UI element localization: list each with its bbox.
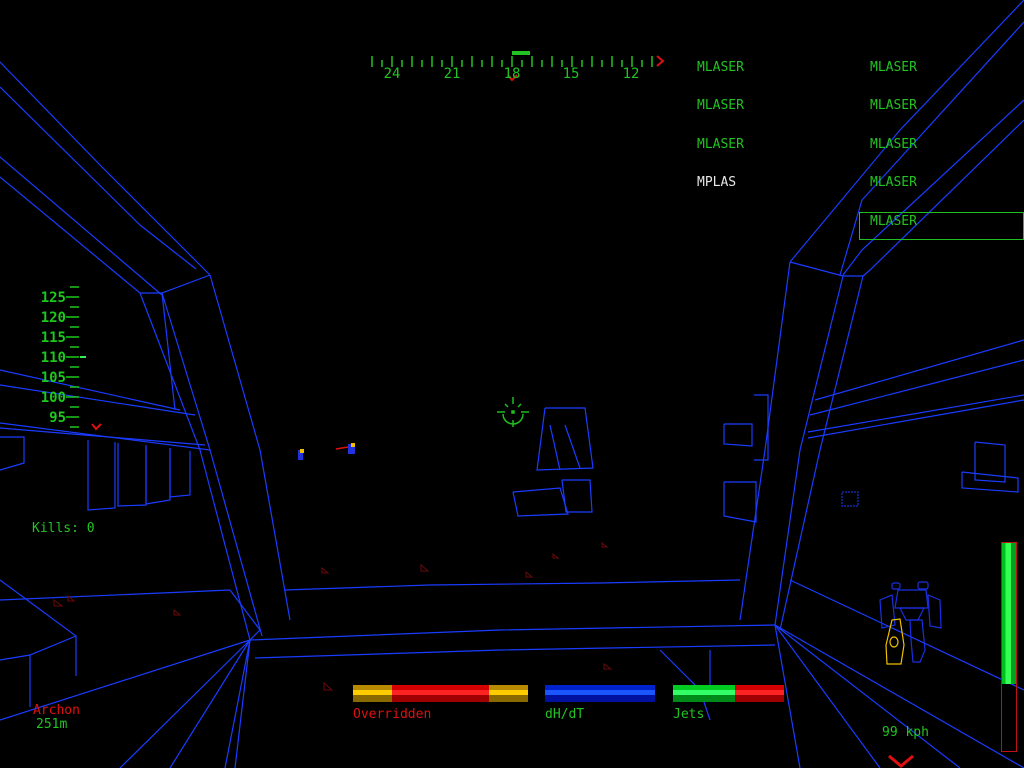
speed-caret-icon bbox=[888, 754, 914, 768]
compass-label-15: 15 bbox=[562, 66, 580, 82]
altimeter-label-115: 115 bbox=[40, 330, 66, 346]
crosshair-reticle bbox=[497, 397, 529, 427]
compass-heading-indicator bbox=[512, 51, 530, 55]
weapon-slot-right-1: MLASER bbox=[870, 60, 917, 75]
throttle-gauge bbox=[1001, 542, 1017, 752]
dhdt-gauge-label: dH/dT bbox=[545, 707, 585, 722]
throttle-fill bbox=[1002, 543, 1016, 684]
altimeter-label-95: 95 bbox=[49, 410, 66, 426]
weapon-slot-left-3: MLASER bbox=[697, 137, 744, 152]
weapon-slot-left-1: MLASER bbox=[697, 60, 744, 75]
altimeter-label-125: 125 bbox=[40, 290, 66, 306]
radar-contact-markers bbox=[53, 541, 613, 691]
speed-readout: 99 kph bbox=[882, 725, 929, 740]
weapon-slot-right-4: MLASER bbox=[870, 175, 917, 190]
altimeter-label-120: 120 bbox=[40, 310, 66, 326]
compass-label-21: 21 bbox=[443, 66, 461, 82]
weapon-slot-left-4: MPLAS bbox=[697, 175, 737, 190]
weapon-slot-right-3: MLASER bbox=[870, 137, 917, 152]
altimeter-label-100: 100 bbox=[40, 390, 66, 406]
compass-right-arrow-icon bbox=[656, 55, 665, 67]
kills-counter: Kills: 0 bbox=[32, 521, 95, 536]
enemy-mech-sprites bbox=[298, 443, 859, 507]
dhdt-gauge bbox=[545, 685, 655, 702]
altimeter-caret-icon bbox=[91, 423, 102, 431]
heat-gauge-label: Overridden bbox=[353, 707, 432, 722]
altimeter-label-105: 105 bbox=[40, 370, 66, 386]
altimeter-ticks bbox=[66, 286, 79, 428]
compass-label-24: 24 bbox=[383, 66, 401, 82]
compass-heading-caret-icon bbox=[507, 74, 518, 82]
weapon-slot-right-2: MLASER bbox=[870, 98, 917, 113]
jets-gauge-label: Jets bbox=[673, 707, 705, 722]
target-name: Archon bbox=[33, 703, 80, 718]
compass-ticks bbox=[371, 56, 653, 67]
weapon-slot-left-2: MLASER bbox=[697, 98, 744, 113]
mech-damage-diagram bbox=[879, 581, 942, 665]
compass-label-12: 12 bbox=[622, 66, 640, 82]
altimeter-label-110: 110 bbox=[40, 350, 66, 366]
target-distance: 251m bbox=[36, 717, 68, 732]
compass-label-18: 18 bbox=[503, 66, 521, 82]
weapon-slot-right-5-selected: MLASER bbox=[870, 214, 917, 229]
